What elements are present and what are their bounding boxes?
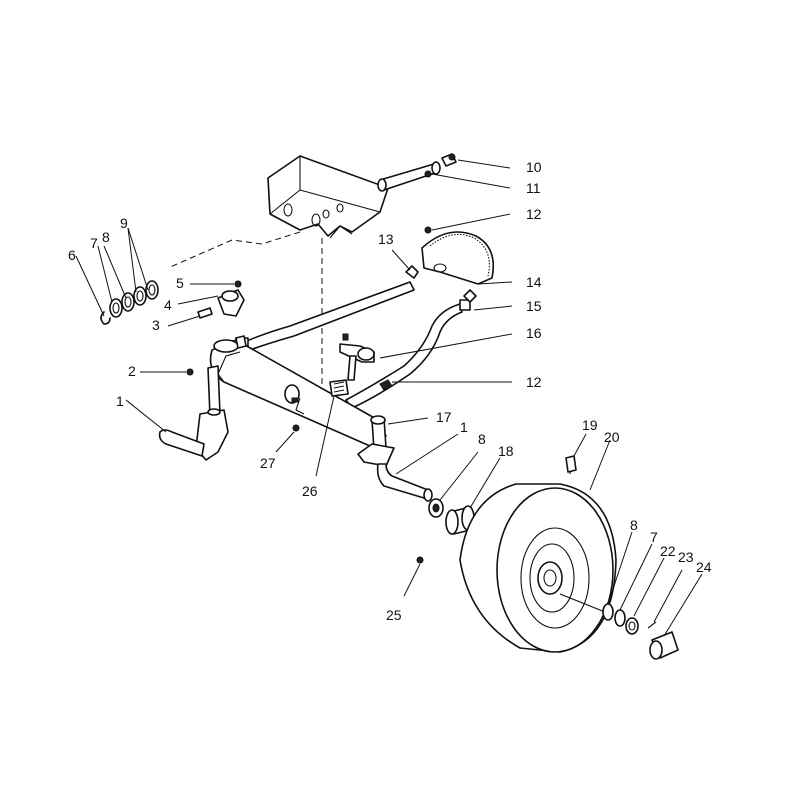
alignment-line <box>167 231 301 269</box>
callout-11: 11 <box>526 180 541 196</box>
callout-10: 10 <box>526 159 542 175</box>
callout-8-left: 8 <box>102 229 110 245</box>
callout-3: 3 <box>152 317 160 333</box>
callout-1-right: 1 <box>460 419 468 435</box>
callout-8-mid: 8 <box>478 431 486 447</box>
drag-link <box>235 265 419 353</box>
callout-6: 6 <box>68 247 76 263</box>
callout-20: 20 <box>604 429 620 445</box>
nut <box>416 556 424 564</box>
callout-23: 23 <box>678 549 694 565</box>
callout-24: 24 <box>696 559 712 575</box>
callout-17: 17 <box>436 409 452 425</box>
callout-16: 16 <box>526 325 542 341</box>
callout-2: 2 <box>128 363 136 379</box>
callout-13: 13 <box>378 231 394 247</box>
wheel-hardware <box>602 603 679 660</box>
steering-bracket <box>197 280 247 349</box>
callout-1-left: 1 <box>116 393 124 409</box>
callout-12-top: 12 <box>526 206 542 222</box>
callout-15: 15 <box>526 298 542 314</box>
callout-12-mid: 12 <box>526 374 542 390</box>
callout-labels: 1 2 3 4 5 6 7 8 9 10 11 12 12 13 14 15 1… <box>68 159 712 623</box>
front-axle <box>209 339 387 447</box>
sector-gear <box>421 226 495 285</box>
nut <box>186 368 194 376</box>
washer-set <box>100 280 159 325</box>
callout-19: 19 <box>582 417 598 433</box>
callout-5: 5 <box>176 275 184 291</box>
callout-7-left: 7 <box>90 235 98 251</box>
spindle-right <box>357 415 433 502</box>
pivot-bolt <box>329 379 393 397</box>
steering-shaft <box>377 153 457 192</box>
callout-26: 26 <box>302 483 318 499</box>
callout-22: 22 <box>660 543 676 559</box>
leader-lines <box>75 159 703 637</box>
frame-bracket <box>267 155 389 239</box>
callout-4: 4 <box>164 297 172 313</box>
callout-27: 27 <box>260 455 276 471</box>
nut <box>292 424 300 432</box>
spindle-left <box>158 365 229 461</box>
callout-18: 18 <box>498 443 514 459</box>
wheel-assembly <box>459 455 617 653</box>
steering-arm <box>339 333 375 381</box>
bushing-left <box>428 498 444 518</box>
callout-9: 9 <box>120 215 128 231</box>
callout-14: 14 <box>526 274 542 290</box>
tie-rod <box>345 289 477 409</box>
callout-7-right: 7 <box>650 529 658 545</box>
callout-8-right: 8 <box>630 517 638 533</box>
callout-25: 25 <box>386 607 402 623</box>
